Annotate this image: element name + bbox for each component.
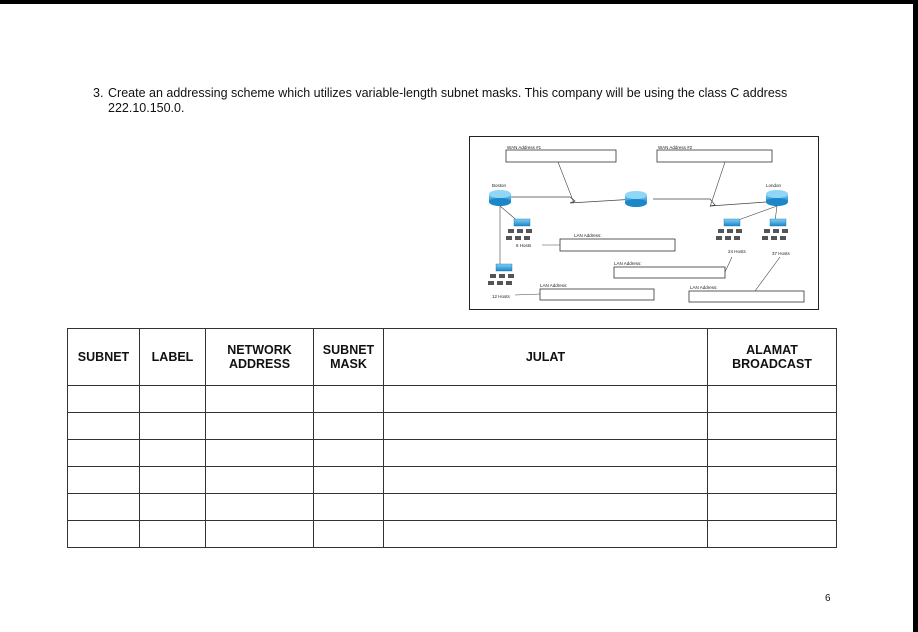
table-cell[interactable] (139, 412, 206, 440)
table-cell[interactable] (313, 466, 384, 494)
table-cell[interactable] (707, 466, 837, 494)
hosts-37-label: 37 Hosts (772, 251, 791, 256)
table-cell[interactable] (313, 385, 384, 413)
header-label: LABEL (139, 328, 206, 386)
wan2-address-box[interactable] (656, 149, 773, 163)
question-block: 3. Create an addressing scheme which uti… (93, 86, 853, 116)
table-row (67, 493, 837, 521)
table-cell[interactable] (205, 439, 314, 467)
lan-12-hosts-icon (488, 263, 514, 285)
table-cell[interactable] (67, 412, 140, 440)
table-cell[interactable] (383, 466, 708, 494)
header-network-address: NETWORK ADDRESS (205, 328, 314, 386)
lan-address-label-1: LAN Address: (574, 233, 602, 238)
hosts-12-label: 12 Hosts (492, 294, 511, 299)
table-row (67, 520, 837, 548)
lan-6-hosts-icon (506, 218, 532, 240)
network-diagram-svg: WAN Address #1 WAN Address #2 Boston (488, 145, 805, 303)
question-text: Create an addressing scheme which utiliz… (108, 86, 788, 115)
table-cell[interactable] (139, 466, 206, 494)
table-row (67, 466, 837, 494)
table-cell[interactable] (139, 385, 206, 413)
table-cell[interactable] (205, 385, 314, 413)
table-cell[interactable] (313, 493, 384, 521)
table-cell[interactable] (313, 520, 384, 548)
table-row (67, 439, 837, 467)
table-cell[interactable] (383, 439, 708, 467)
hosts-24-label: 24 Hosts (728, 249, 747, 254)
question-number: 3. (93, 86, 104, 100)
lan-address-box-2[interactable] (613, 266, 726, 279)
subnet-table: SUBNET LABEL NETWORK ADDRESS SUBNET MASK… (67, 328, 837, 548)
table-cell[interactable] (383, 493, 708, 521)
table-cell[interactable] (205, 466, 314, 494)
lan-address-label-4: LAN Address: (690, 285, 718, 290)
lan-address-label-2: LAN Address: (614, 261, 642, 266)
table-cell[interactable] (383, 520, 708, 548)
table-cell[interactable] (707, 520, 837, 548)
table-cell[interactable] (139, 493, 206, 521)
table-cell[interactable] (313, 439, 384, 467)
header-julat: JULAT (383, 328, 708, 386)
router-london-icon (766, 190, 788, 206)
table-row (67, 385, 837, 413)
document-page: 3. Create an addressing scheme which uti… (0, 4, 913, 632)
table-cell[interactable] (67, 493, 140, 521)
lan-37-hosts-icon (762, 218, 788, 240)
table-cell[interactable] (67, 466, 140, 494)
header-subnet-mask: SUBNET MASK (313, 328, 384, 386)
header-subnet: SUBNET (67, 328, 140, 386)
wan1-address-box[interactable] (505, 149, 617, 163)
router-boston-label: Boston (492, 183, 507, 188)
table-cell[interactable] (383, 412, 708, 440)
router-center-icon (625, 191, 647, 207)
table-cell[interactable] (205, 520, 314, 548)
table-cell[interactable] (67, 439, 140, 467)
network-diagram: WAN Address #1 WAN Address #2 Boston (469, 136, 819, 310)
hosts-6-label: 6 Hosts (516, 243, 532, 248)
table-cell[interactable] (707, 493, 837, 521)
page-number: 6 (825, 593, 831, 604)
router-boston-icon (489, 190, 511, 206)
lan-address-box-3[interactable] (539, 288, 655, 301)
table-cell[interactable] (707, 385, 837, 413)
table-cell[interactable] (205, 493, 314, 521)
lan-address-box-1[interactable] (559, 238, 676, 252)
table-cell[interactable] (67, 520, 140, 548)
table-cell[interactable] (707, 439, 837, 467)
lan-address-box-4[interactable] (688, 290, 805, 303)
header-alamat-broadcast: ALAMAT BROADCAST (707, 328, 837, 386)
table-cell[interactable] (313, 412, 384, 440)
lan-address-label-3: LAN Address: (540, 283, 568, 288)
wan1-label: WAN Address #1 (507, 145, 542, 150)
router-london-label: London (766, 183, 782, 188)
table-cell[interactable] (139, 520, 206, 548)
table-cell[interactable] (67, 385, 140, 413)
table-cell[interactable] (139, 439, 206, 467)
table-cell[interactable] (205, 412, 314, 440)
table-header-row: SUBNET LABEL NETWORK ADDRESS SUBNET MASK… (67, 328, 837, 386)
table-cell[interactable] (707, 412, 837, 440)
lan-24-hosts-icon (716, 218, 742, 240)
table-cell[interactable] (383, 385, 708, 413)
table-row (67, 412, 837, 440)
wan2-label: WAN Address #2 (658, 145, 693, 150)
